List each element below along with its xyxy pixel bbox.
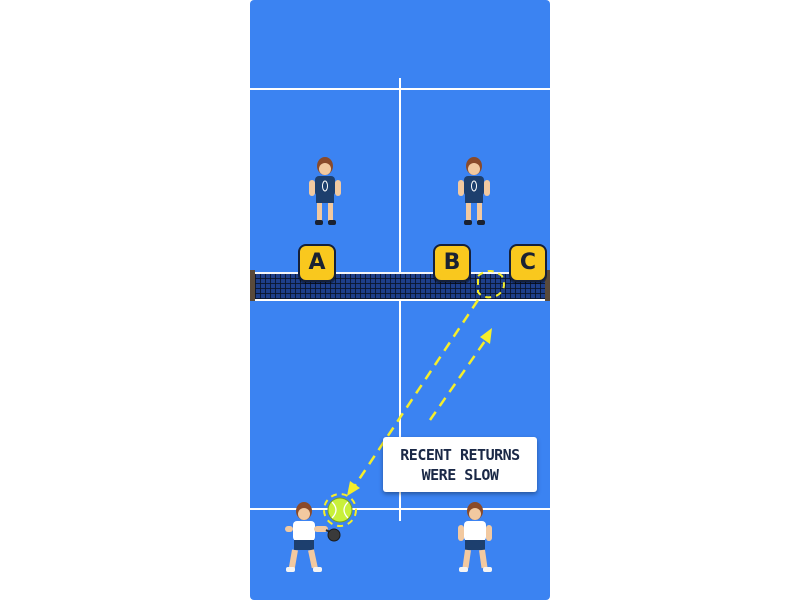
partner-player	[458, 502, 492, 572]
baseline-near	[250, 508, 550, 510]
hint-callout-text: RECENT RETURNS WERE SLOW	[400, 445, 520, 484]
ball-trajectory-return	[350, 299, 480, 491]
center-line-far	[399, 78, 401, 272]
net-post-right	[545, 270, 550, 301]
position-label-a[interactable]: A	[298, 244, 336, 282]
player-self-hitting	[285, 502, 341, 572]
shot-arrowhead	[480, 328, 492, 344]
ball-trajectory-shot	[428, 337, 489, 421]
hint-callout: RECENT RETURNS WERE SLOW	[383, 437, 537, 492]
opponent-player-right	[458, 157, 490, 225]
opponent-player-left	[309, 157, 341, 225]
target-zone-marker	[477, 270, 505, 299]
service-line-near	[250, 299, 550, 301]
tennis-court	[250, 0, 550, 600]
return-arrowhead	[347, 481, 360, 496]
position-label-b[interactable]: B	[433, 244, 471, 282]
ball-seam	[331, 501, 349, 519]
center-line-near	[399, 299, 401, 521]
net	[250, 272, 550, 299]
ball-motion-ring	[323, 493, 357, 527]
net-post-left	[250, 270, 255, 301]
position-label-c[interactable]: C	[509, 244, 547, 282]
